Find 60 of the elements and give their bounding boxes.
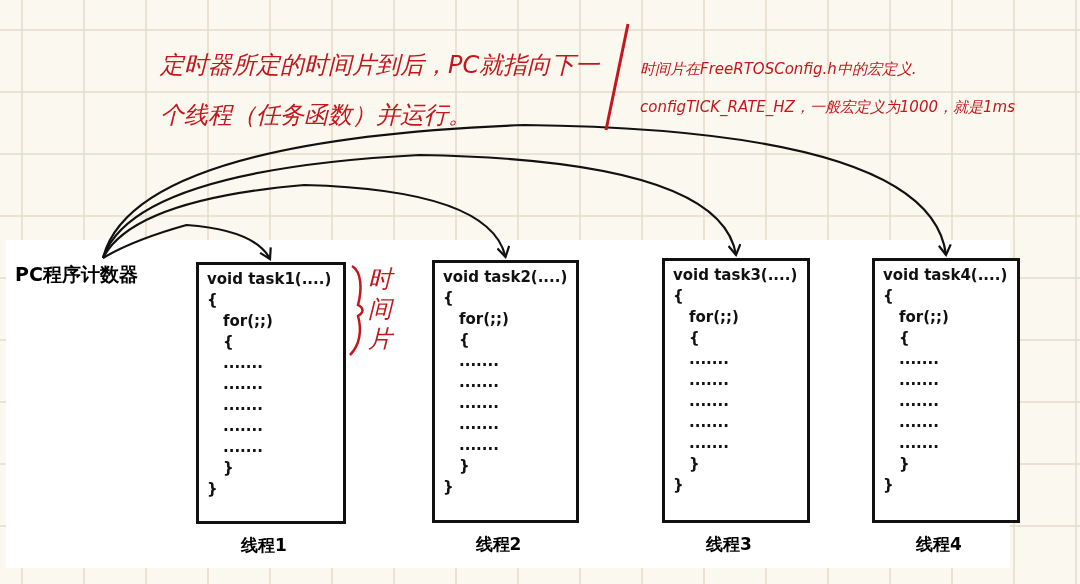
code-line: void task3(....) xyxy=(673,265,798,286)
code-line: ....... xyxy=(223,353,263,374)
code-line: { xyxy=(207,290,218,311)
code-line: { xyxy=(223,332,234,353)
thread-caption: 线程3 xyxy=(706,533,752,556)
code-line: for(;;) xyxy=(459,309,509,330)
code-line: void task1(....) xyxy=(207,269,332,290)
code-line: { xyxy=(883,286,894,307)
code-line: ....... xyxy=(899,412,939,433)
code-line: ....... xyxy=(689,433,729,454)
arrow xyxy=(102,153,740,259)
code-line: } xyxy=(689,454,700,475)
arrow xyxy=(102,223,272,261)
arrow xyxy=(101,123,951,259)
time-slice-note: 时间片 xyxy=(368,264,394,354)
code-line: ....... xyxy=(459,435,499,456)
code-line: for(;;) xyxy=(899,307,949,328)
code-box xyxy=(432,260,579,523)
code-line: } xyxy=(459,456,470,477)
code-line: ....... xyxy=(689,391,729,412)
code-line: ....... xyxy=(459,351,499,372)
code-line: ....... xyxy=(459,414,499,435)
code-line: { xyxy=(673,286,684,307)
code-line: { xyxy=(459,330,470,351)
code-line: ....... xyxy=(899,349,939,370)
code-line: ....... xyxy=(459,393,499,414)
thread-caption: 线程4 xyxy=(916,533,962,556)
handwritten-note: 定时器所定的时间片到后，PC就指向下一个线程（任务函数）并运行。 xyxy=(160,50,601,131)
code-box xyxy=(196,262,346,524)
thread-caption: 线程1 xyxy=(241,534,287,557)
code-line: { xyxy=(689,328,700,349)
code-line: for(;;) xyxy=(689,307,739,328)
code-line: { xyxy=(443,288,454,309)
code-line: } xyxy=(223,458,234,479)
code-line: ....... xyxy=(223,437,263,458)
code-line: { xyxy=(899,328,910,349)
code-line: ....... xyxy=(223,374,263,395)
code-box xyxy=(662,258,810,523)
code-line: ....... xyxy=(223,416,263,437)
code-line: ....... xyxy=(689,349,729,370)
code-line: ....... xyxy=(899,370,939,391)
code-line: ....... xyxy=(459,372,499,393)
thread-caption: 线程2 xyxy=(475,533,522,556)
code-line: ....... xyxy=(689,370,729,391)
arrow xyxy=(102,183,509,259)
code-line: } xyxy=(443,477,454,498)
code-line: ....... xyxy=(223,395,263,416)
code-line: for(;;) xyxy=(223,311,273,332)
code-box xyxy=(872,258,1020,523)
code-line: } xyxy=(207,479,218,500)
code-line: void task4(....) xyxy=(883,265,1008,286)
code-line: } xyxy=(883,475,894,496)
code-line: } xyxy=(899,454,910,475)
code-line: void task2(....) xyxy=(443,267,568,288)
code-line: ....... xyxy=(689,412,729,433)
code-line: ....... xyxy=(899,433,939,454)
code-line: ....... xyxy=(899,391,939,412)
handwritten-note: 时间片在FreeRTOSConfig.h中的宏定义. configTICK_RATE_HZ，一般宏定义为1000，就是1ms xyxy=(640,59,1016,118)
code-line: } xyxy=(673,475,684,496)
counter-label: PC程序计数器 xyxy=(15,262,155,288)
